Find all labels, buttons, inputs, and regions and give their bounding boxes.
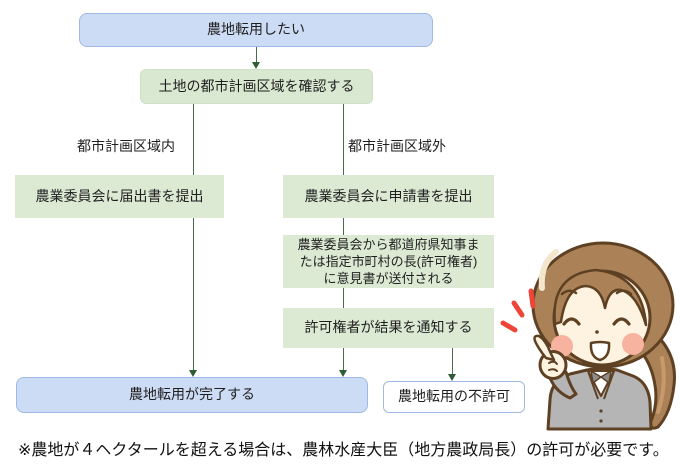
check-box: 土地の都市計画区域を確認する (140, 69, 373, 104)
woman-pointing-finger (533, 334, 556, 362)
woman-nose (595, 330, 599, 334)
connector-application-to-opinion (342, 218, 344, 235)
connector-opinion-to-result (342, 288, 344, 308)
emphasis-mark-1 (500, 320, 518, 333)
connector-result-to-denied (451, 348, 453, 374)
woman-lapels (587, 370, 615, 400)
connector-branch-right (342, 104, 344, 175)
woman-bow (589, 369, 613, 385)
arrowhead-denied (447, 374, 456, 381)
woman-hair-highlight (538, 249, 559, 291)
emphasis-mark-2 (511, 300, 525, 318)
connector-result-to-complete (342, 348, 344, 370)
opinion-box: 農業委員会から都道府県知事または指定市町村の長(許可権者)に意見書が送付される (283, 235, 494, 288)
denied-box: 農地転用の不許可 (383, 381, 525, 413)
woman-mouth (589, 340, 611, 362)
woman-left-eye (562, 317, 581, 326)
arrowhead-check (251, 62, 260, 69)
connector-start-to-check (255, 47, 257, 63)
application-box: 農業委員会に申請書を提出 (283, 175, 494, 218)
arrowhead-complete-left (188, 370, 197, 377)
complete-box: 農地転用が完了する (16, 377, 368, 413)
start-box: 農地転用したい (79, 13, 433, 47)
branch-label-inside-city-planning-area: 都市計画区域内 (77, 138, 175, 154)
result-box: 許可権者が結果を通知する (283, 308, 494, 348)
woman-right-cheek (622, 333, 644, 355)
connector-branch-left (192, 104, 194, 175)
pointing-woman-illustration (490, 230, 680, 432)
woman-left-eyebrow (560, 289, 578, 296)
woman-right-eye (612, 317, 631, 326)
branch-label-outside-city-planning-area: 都市計画区域外 (348, 138, 446, 154)
woman-button-top (599, 409, 603, 413)
woman-ponytail-highlight (656, 356, 666, 414)
woman-knuckles (548, 360, 558, 372)
arrowhead-complete-right (338, 370, 347, 377)
notification-box: 農業委員会に届出書を提出 (15, 175, 224, 218)
footnote: ※農地が４ヘクタールを超える場合は、農林水産大臣（地方農政局長）の許可が必要です… (18, 442, 669, 459)
emphasis-mark-3 (528, 288, 536, 309)
woman-button-bottom (599, 419, 603, 423)
connector-notification-to-complete (192, 218, 194, 370)
pointing-woman-svg (500, 241, 676, 431)
woman-right-eyebrow (615, 289, 633, 296)
